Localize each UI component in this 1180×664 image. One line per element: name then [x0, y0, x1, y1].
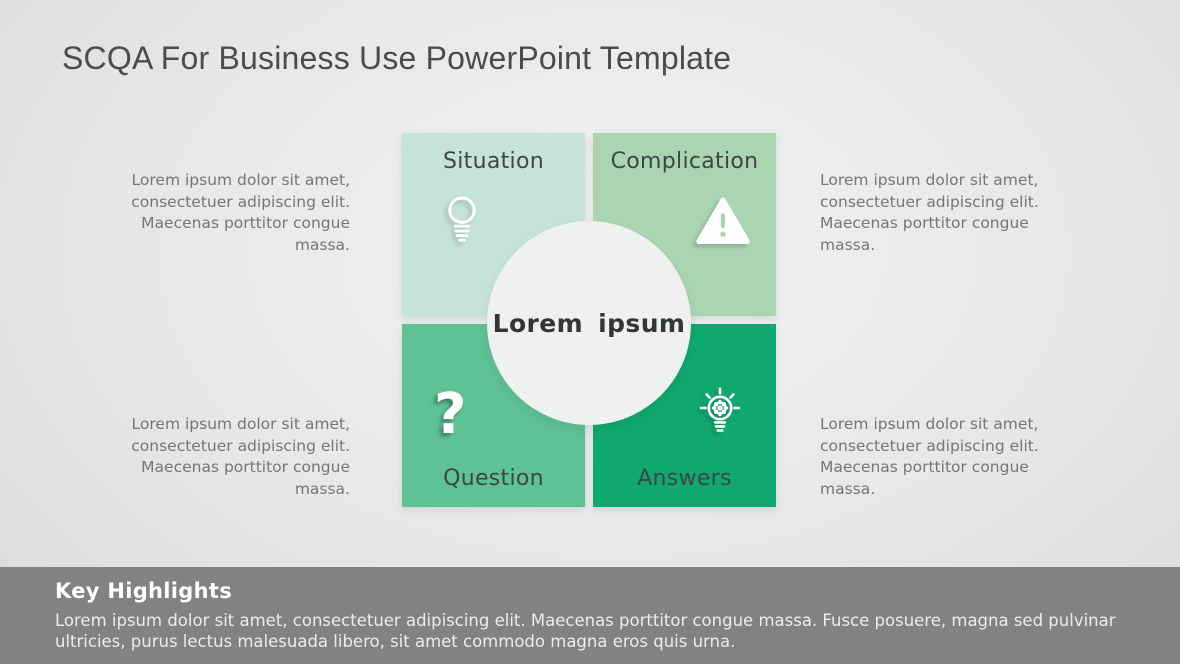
scqa-quadrant-grid: Situation Complication Question ? Answer…: [402, 133, 776, 507]
warning-triangle-icon: [696, 197, 750, 244]
quadrant-question-label: Question: [443, 466, 544, 491]
quadrant-answers-label: Answers: [637, 466, 732, 491]
center-label: Lorem ipsum: [492, 308, 686, 338]
quadrant-situation-label: Situation: [443, 149, 544, 174]
annotation-bottom-left: Lorem ipsum dolor sit amet, consectetuer…: [131, 415, 350, 498]
idea-bulb-icon: [699, 387, 741, 432]
annotation-top-right: Lorem ipsum dolor sit amet, consectetuer…: [820, 171, 1039, 254]
key-highlights-heading: Key Highlights: [55, 579, 233, 603]
annotation-bottom-right: Lorem ipsum dolor sit amet, consectetuer…: [820, 415, 1039, 498]
question-mark-icon: ?: [434, 382, 467, 447]
quadrant-complication-label: Complication: [610, 149, 759, 174]
annotation-top-left: Lorem ipsum dolor sit amet, consectetuer…: [131, 171, 350, 254]
key-highlights-band: Key Highlights Lorem ipsum dolor sit ame…: [0, 567, 1180, 664]
center-circle: Lorem ipsum: [487, 221, 691, 425]
page-title: SCQA For Business Use PowerPoint Templat…: [62, 40, 732, 76]
lightbulb-icon: [448, 196, 476, 242]
key-highlights-body: Lorem ipsum dolor sit amet, consectetuer…: [55, 611, 1116, 651]
